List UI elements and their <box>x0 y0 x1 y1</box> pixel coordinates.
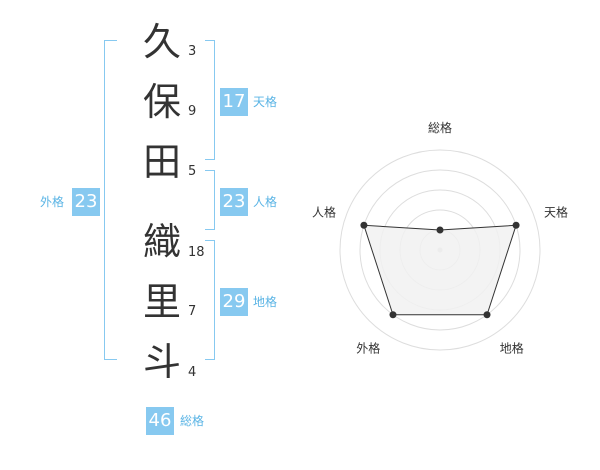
radar-grid-ring-4 <box>359 169 521 331</box>
jinkaku-label: 人格 <box>253 195 278 209</box>
stroke-count-1: 3 <box>188 44 197 59</box>
tenkaku-bracket <box>205 40 215 160</box>
name-char-6: 斗 <box>142 340 181 384</box>
name-char-3: 田 <box>142 140 181 184</box>
tenkaku-value: 17 <box>220 88 248 116</box>
chikaku-value: 29 <box>220 288 248 316</box>
radar-point-4 <box>389 311 397 319</box>
jinkaku-bracket <box>205 170 215 230</box>
radar-point-2 <box>512 221 520 229</box>
radar-axis-label-5: 人格 <box>312 204 336 219</box>
radar-axis-label-2: 天格 <box>544 204 568 219</box>
stroke-count-6: 4 <box>188 365 197 380</box>
radar-value-polygon <box>363 224 517 316</box>
radar-axis-label-3: 地格 <box>500 341 524 356</box>
soukaku-label: 総格 <box>180 414 205 428</box>
name-char-4: 織 <box>142 220 181 264</box>
chikaku-label: 地格 <box>253 295 278 309</box>
gaikaku-value: 23 <box>72 188 100 216</box>
stroke-count-3: 5 <box>188 164 197 179</box>
name-char-1: 久 <box>142 20 181 64</box>
name-char-5: 里 <box>142 280 181 324</box>
radar-point-5 <box>360 221 368 229</box>
radar-axis-label-1: 総格 <box>428 120 452 135</box>
stroke-count-2: 9 <box>188 104 197 119</box>
radar-point-1 <box>436 226 444 234</box>
soukaku-value: 46 <box>146 407 174 435</box>
gaikaku-bracket <box>104 40 117 360</box>
radar-axis-label-4: 外格 <box>356 341 380 356</box>
chikaku-bracket <box>205 240 215 360</box>
name-char-2: 保 <box>142 80 181 124</box>
radar-grid-ring-5 <box>339 149 541 351</box>
jinkaku-value: 23 <box>220 188 248 216</box>
stroke-count-5: 7 <box>188 304 197 319</box>
tenkaku-label: 天格 <box>253 95 278 109</box>
radar-point-3 <box>483 311 491 319</box>
stroke-count-4: 18 <box>188 245 205 260</box>
gaikaku-label: 外格 <box>40 195 65 209</box>
